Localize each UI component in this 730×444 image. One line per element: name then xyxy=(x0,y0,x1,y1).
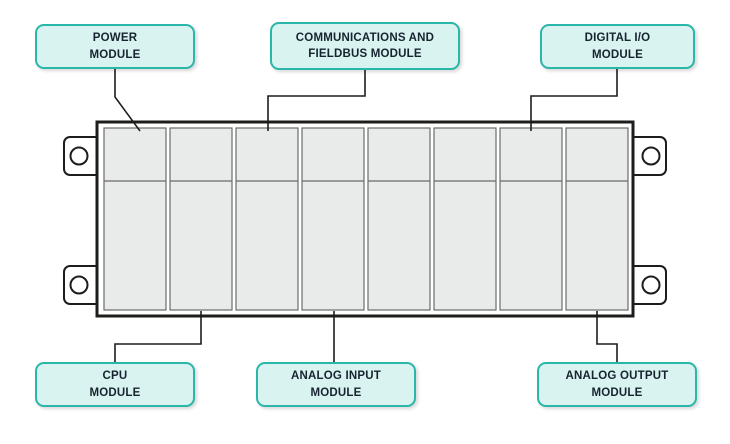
module-slot-5 xyxy=(367,127,431,311)
label-text: FIELDBUS MODULE xyxy=(308,48,422,60)
label-text: MODULE xyxy=(591,48,644,61)
label-text: MODULE xyxy=(89,386,141,399)
label-text: DIGITAL I/O xyxy=(584,32,651,45)
label-text: POWER xyxy=(92,32,138,45)
module-slot-4 xyxy=(301,127,365,311)
screw-hole-icon xyxy=(69,275,89,295)
label-text: MODULE xyxy=(310,386,362,399)
module-slot-2 xyxy=(169,127,233,311)
label-cpu-module: CPU MODULE xyxy=(35,362,195,407)
label-communications-fieldbus-module: COMMUNICATIONS AND FIELDBUS MODULE xyxy=(270,22,460,70)
label-text: MODULE xyxy=(591,386,643,399)
mounting-tab-right-bottom xyxy=(625,265,667,305)
label-analog-input-module: ANALOG INPUT MODULE xyxy=(256,362,416,407)
mounting-tab-left-bottom xyxy=(63,265,105,305)
label-analog-output-module: ANALOG OUTPUT MODULE xyxy=(537,362,697,407)
connector-cpu-module xyxy=(114,311,202,362)
screw-hole-icon xyxy=(641,275,661,295)
connector-power-module xyxy=(114,69,141,132)
screw-hole-icon xyxy=(69,146,89,166)
module-slot-1 xyxy=(103,127,167,311)
module-slot-8 xyxy=(565,127,629,311)
connector-digital-io-module xyxy=(530,69,618,131)
label-text: COMMUNICATIONS AND xyxy=(295,31,435,44)
label-text: MODULE xyxy=(89,48,141,61)
label-text: ANALOG INPUT xyxy=(291,370,381,383)
connector-comms-module xyxy=(267,69,366,131)
module-slot-3 xyxy=(235,127,299,311)
connector-analog-output-module xyxy=(596,311,618,362)
label-text: ANALOG OUTPUT xyxy=(565,370,669,383)
label-text: CPU xyxy=(102,370,128,383)
screw-hole-icon xyxy=(641,146,661,166)
module-slot-7 xyxy=(499,127,563,311)
label-digital-io-module: DIGITAL I/O MODULE xyxy=(540,24,695,69)
label-power-module: POWER MODULE xyxy=(35,24,195,69)
module-slot-6 xyxy=(433,127,497,311)
